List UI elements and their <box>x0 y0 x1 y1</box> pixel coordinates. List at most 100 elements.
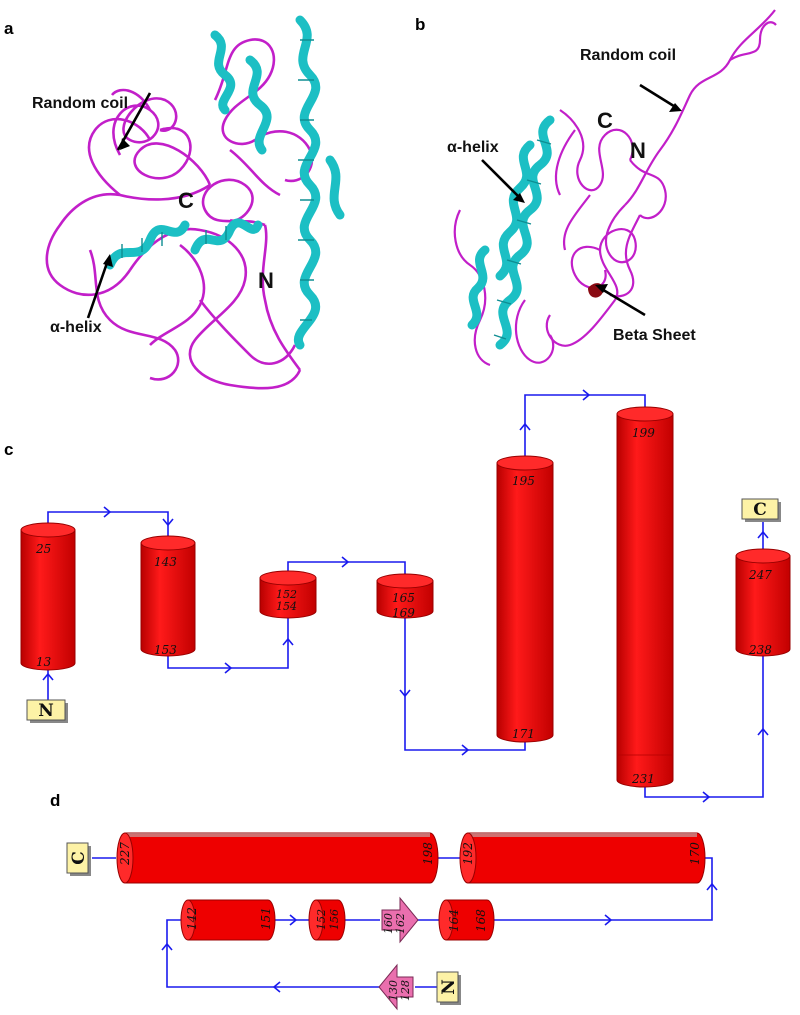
panel-b-random-coil-arrowhead <box>669 103 682 112</box>
panel-b-alpha-helix-arrowhead <box>513 193 525 203</box>
panel-c-helix-7: 247 238 <box>735 548 791 657</box>
helix-d4-left-number: 152 <box>315 909 328 930</box>
helix-d3-right-number: 151 <box>259 907 273 930</box>
panel-d-helix-192-170: 192 170 <box>459 832 706 884</box>
panel-c-n-terminus-box: N <box>26 699 68 723</box>
panel-b-alpha-helix-arrow <box>481 159 521 199</box>
panel-b-beta-sheet-arrowhead <box>595 284 608 293</box>
panel-b-letter: b <box>415 15 425 34</box>
helix-d1-right-number: 198 <box>421 842 435 865</box>
panel-d: d 227 198 <box>50 791 718 1011</box>
panel-a-random-coil-arrowhead <box>120 138 130 150</box>
helix-2-top-number: 143 <box>154 555 177 569</box>
helix-5-bottom-number: 171 <box>512 727 535 741</box>
strand-d-bottom-b: 128 <box>399 980 412 1001</box>
panel-d-connector-h164-h192 <box>493 857 713 921</box>
helix-6-top-number: 199 <box>632 426 655 440</box>
panel-c-n-terminus-text: N <box>38 701 54 721</box>
chevron-up-icon <box>706 882 718 891</box>
panel-a-alpha-helix-label: α-helix <box>50 319 102 336</box>
panel-b-helix-ridges <box>493 139 552 340</box>
helix-2-bottom-number: 153 <box>154 643 177 657</box>
panel-c-helix-6: 199 231 <box>616 406 674 788</box>
panel-c-helix-2: 143 153 <box>140 535 196 657</box>
helix-d5-right-number: 168 <box>474 909 488 932</box>
panel-c-connector-h6-h7 <box>644 655 764 798</box>
helix-1-bottom-number: 13 <box>36 655 52 669</box>
panel-b-alpha-helix-ribbons <box>467 115 555 350</box>
panel-c-helix-1: 25 13 <box>20 522 76 671</box>
helix-1-top-number: 25 <box>35 542 51 556</box>
helix-5-top-number: 195 <box>512 474 535 488</box>
chevron-up-icon <box>282 637 294 646</box>
chevron-left-icon <box>272 981 281 993</box>
chevron-right-icon <box>702 791 711 803</box>
chevron-right-icon <box>341 556 350 568</box>
panel-d-letter: d <box>50 791 60 810</box>
helix-4-top-number: 165 <box>392 591 415 605</box>
helix-d1-left-number: 227 <box>118 842 132 866</box>
panel-d-helix-152-156: 152 156 <box>308 899 346 941</box>
panel-a-alpha-helix-ribbons <box>105 15 345 350</box>
chevron-up-icon <box>161 942 173 951</box>
chevron-down-icon <box>399 689 411 698</box>
chevron-right-icon <box>461 744 470 756</box>
chevron-right-icon <box>582 389 591 401</box>
strand-d-middle-a: 160 <box>382 913 395 934</box>
panel-a-c-terminus-label: C <box>178 188 194 213</box>
panel-a-helix-ridges <box>121 39 314 321</box>
panel-c-connector-chevrons <box>42 389 769 803</box>
strand-d-middle-b: 162 <box>394 913 407 934</box>
chevron-right-icon <box>604 914 613 926</box>
chevron-right-icon <box>224 662 233 674</box>
panel-c-helix-5: 195 171 <box>496 455 554 743</box>
panel-c-helix-3: 152 154 <box>259 570 317 619</box>
chevron-up-icon <box>757 727 769 736</box>
helix-d5-left-number: 164 <box>447 909 461 932</box>
panel-a-n-terminus-label: N <box>258 268 274 293</box>
panel-b-c-terminus-label: C <box>597 108 613 133</box>
helix-6-bottom-number: 231 <box>631 772 655 786</box>
panel-d-n-terminus-box: N <box>436 971 461 1005</box>
helix-7-bottom-number: 238 <box>748 643 772 657</box>
panel-d-n-terminus-text: N <box>439 979 459 995</box>
helix-4-bottom-number: 169 <box>392 606 415 620</box>
helix-d2-right-number: 170 <box>688 842 702 865</box>
helix-d2-left-number: 192 <box>461 842 475 865</box>
panel-c-helix-4: 165 169 <box>376 573 434 620</box>
chevron-up-icon <box>757 530 769 539</box>
panel-c-connector-h4-h5 <box>404 617 526 751</box>
panel-c: c <box>4 389 791 803</box>
chevron-up-icon <box>519 422 531 431</box>
panel-a-random-coil-ribbon <box>45 38 314 390</box>
panel-a-random-coil-label: Random coil <box>32 95 128 112</box>
panel-c-letter: c <box>4 440 13 459</box>
panel-a-alpha-helix-arrowhead <box>103 254 113 267</box>
panel-b-alpha-helix-label: α-helix <box>447 139 499 156</box>
strand-d-bottom-a: 130 <box>387 980 400 1001</box>
panel-c-connector-h2-h3 <box>167 617 289 669</box>
panel-d-strand-130-128: 130 128 <box>378 963 414 1011</box>
helix-d3-left-number: 142 <box>185 907 199 930</box>
panel-c-connector-h3-h4 <box>287 561 406 575</box>
helix-d4-right-number: 156 <box>328 909 341 930</box>
panel-c-connectors <box>47 394 764 798</box>
panel-d-connector-chevrons <box>161 882 718 993</box>
panel-a-alpha-helix-arrow <box>86 259 110 319</box>
panel-b-n-terminus-label: N <box>630 138 646 163</box>
panel-c-c-terminus-text: C <box>753 500 767 520</box>
chevron-right-icon <box>103 506 112 518</box>
panel-c-connector-h5-h6 <box>524 394 646 458</box>
chevron-right-icon <box>289 914 298 926</box>
helix-3-bottom-number: 154 <box>276 600 297 613</box>
panel-b-beta-sheet-label: Beta Sheet <box>613 327 696 344</box>
panel-b: b Random coil C N <box>415 9 777 367</box>
panel-d-helix-164-168: 164 168 <box>438 899 495 941</box>
panel-d-strand-160-162: 160 162 <box>381 896 419 944</box>
panel-d-c-terminus-text: C <box>69 851 89 865</box>
panel-c-c-terminus-box: C <box>741 498 781 522</box>
chevron-up-icon <box>42 672 54 681</box>
panel-d-helix-142-151: 142 151 <box>180 899 276 941</box>
panel-d-c-terminus-box: C <box>66 842 91 876</box>
